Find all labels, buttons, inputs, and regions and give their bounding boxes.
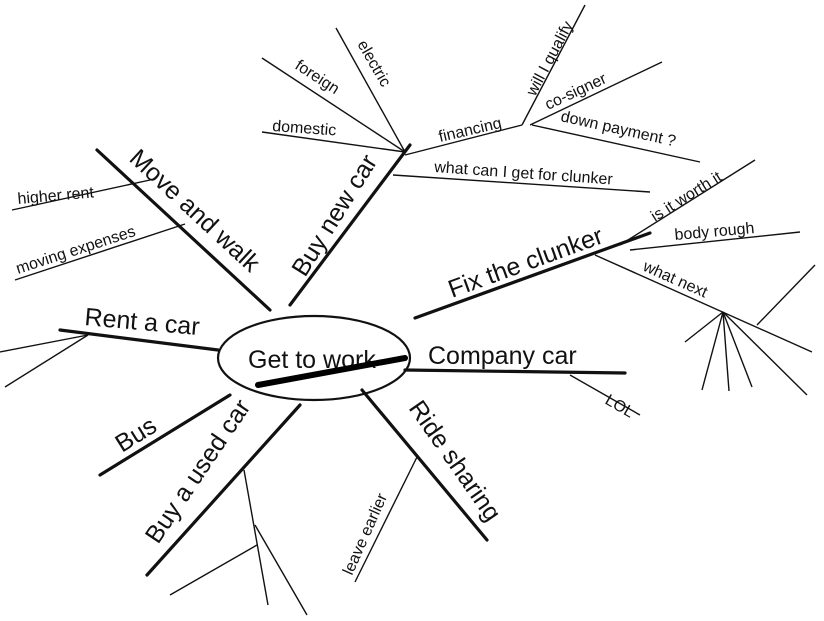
branch-rent-a-car: Rent a car: [0, 303, 220, 388]
branch-buy-new-car: Buy new car domestic foreign electric fi…: [261, 4, 701, 307]
sub-line: [629, 231, 801, 251]
sub-line: [521, 4, 586, 126]
sub-line: [569, 374, 641, 416]
branch-line: [413, 231, 652, 320]
sub-label-lol: LOL: [602, 392, 637, 422]
sub-line: [404, 124, 523, 156]
sub-label-electric: electric: [354, 38, 394, 90]
branch-line: [98, 393, 232, 477]
rent-car-sub-lines: [0, 334, 89, 388]
underline-mark: [255, 355, 408, 388]
sub-line: [261, 57, 406, 153]
sub-line: [619, 159, 756, 246]
sub-label-financing: financing: [437, 115, 503, 146]
branch-ride-sharing: Ride sharing leave earlier: [340, 388, 507, 583]
sub-line: [529, 61, 663, 126]
branch-label: Ride sharing: [403, 395, 506, 526]
branch-move-and-walk: Move and walk higher rent moving expense…: [11, 144, 272, 312]
center-ellipse: [216, 314, 412, 402]
branch-line: [403, 368, 627, 375]
sub-line: [335, 27, 406, 153]
sub-line: [354, 454, 419, 583]
sub-label-body-rough: body rough: [674, 220, 755, 244]
sub-label-higher-rent: higher rent: [17, 184, 95, 208]
sub-label-domestic: domestic: [272, 118, 337, 139]
branch-line: [95, 148, 272, 312]
sub-line: [392, 174, 651, 193]
sub-line: [261, 131, 406, 153]
branch-buy-used-car: Buy a used car: [140, 394, 308, 616]
branch-label: Buy new car: [286, 150, 383, 281]
branch-label: Move and walk: [124, 144, 266, 278]
branch-label: Company car: [428, 342, 577, 370]
center-node: Get to work: [216, 314, 412, 402]
sub-label-foreign: foreign: [292, 57, 342, 98]
used-car-sub-lines: [169, 469, 308, 616]
branch-label: Bus: [110, 412, 161, 459]
sub-line: [594, 254, 813, 353]
branch-line: [360, 388, 489, 542]
sub-line: [531, 124, 701, 163]
branch-company-car: Company car LOL: [403, 342, 641, 422]
branch-label: Fix the clunker: [444, 222, 606, 304]
sub-label-leave-earlier: leave earlier: [340, 490, 391, 577]
branch-line: [288, 143, 412, 307]
sub-line: [11, 179, 151, 211]
sub-line: [14, 223, 186, 281]
branch-line: [145, 403, 302, 577]
sub-label-is-it-worth-it: is it worth it: [648, 168, 725, 225]
what-next-fan-lines: [684, 264, 816, 396]
sub-label-moving-expenses: moving expenses: [14, 223, 138, 278]
branch-line: [58, 328, 220, 352]
